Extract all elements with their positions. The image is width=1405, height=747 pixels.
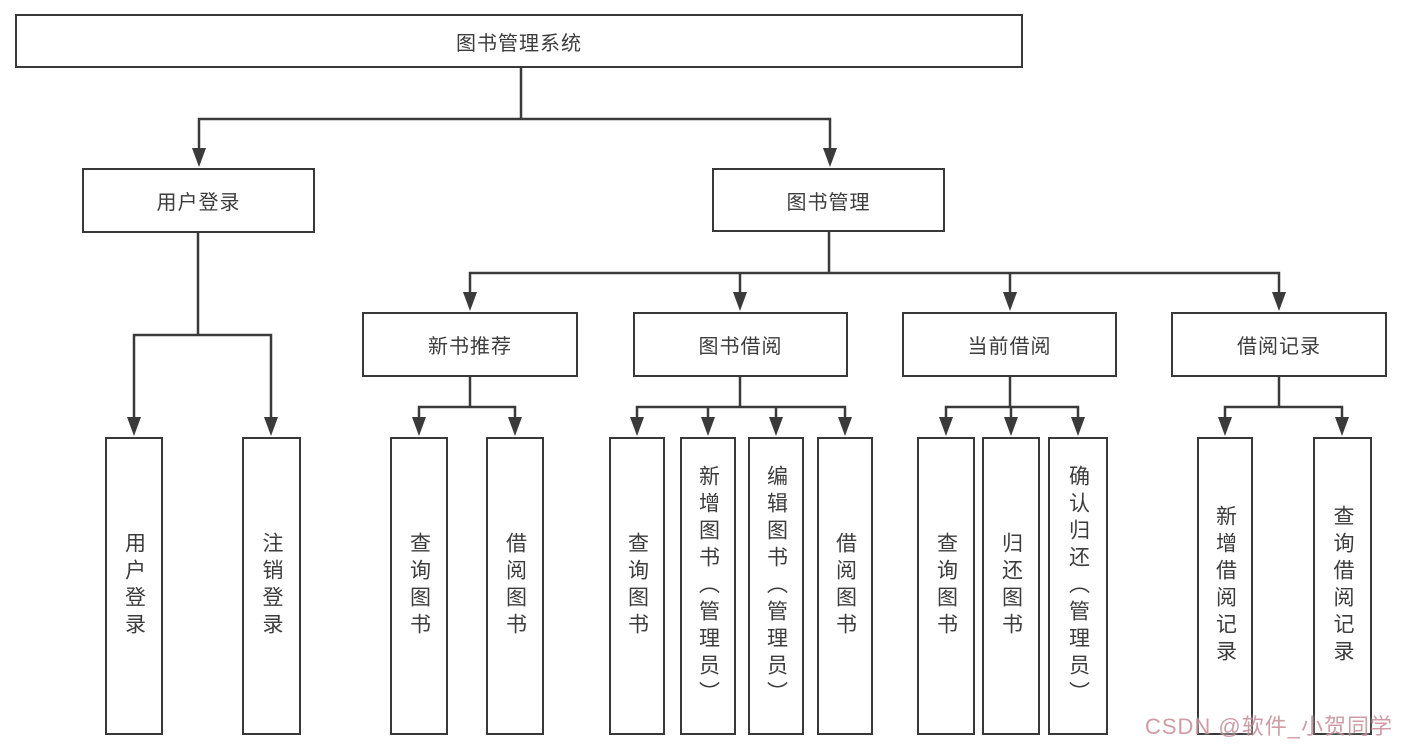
leaf-confirm-return-admin-label: 确认归还（管理员） bbox=[1066, 464, 1090, 708]
node-user-login: 用户登录 bbox=[82, 168, 315, 233]
node-book-management-label: 图书管理 bbox=[786, 191, 871, 214]
node-borrow-records-label: 借阅记录 bbox=[1237, 336, 1321, 358]
leaf-query-books-borrow-label: 查询图书 bbox=[625, 532, 649, 640]
node-new-book-recommend-label: 新书推荐 bbox=[428, 336, 512, 358]
leaf-edit-books-admin: 编辑图书（管理员） bbox=[748, 437, 804, 735]
leaf-add-books-admin: 新增图书（管理员） bbox=[680, 437, 736, 735]
leaf-borrow-books: 借阅图书 bbox=[817, 437, 873, 735]
node-book-borrow-label: 图书借阅 bbox=[698, 336, 783, 358]
node-current-borrow: 当前借阅 bbox=[902, 312, 1117, 377]
connector-new-book-recommend-to-leaves bbox=[417, 377, 517, 419]
leaf-query-books-current: 查询图书 bbox=[917, 437, 975, 735]
node-current-borrow-label: 当前借阅 bbox=[967, 336, 1052, 358]
connector-borrow-records-to-leaves bbox=[1223, 377, 1344, 419]
leaf-user-login-label: 用户登录 bbox=[122, 532, 146, 640]
leaf-user-login: 用户登录 bbox=[105, 437, 163, 735]
leaf-borrow-books-recommend-label: 借阅图书 bbox=[503, 532, 527, 640]
connector-book-management-to-branches bbox=[468, 232, 1281, 294]
node-root-library-system: 图书管理系统 bbox=[15, 14, 1023, 68]
node-user-login-label: 用户登录 bbox=[156, 192, 241, 214]
leaf-query-borrow-record: 查询借阅记录 bbox=[1313, 437, 1372, 735]
leaf-query-books-recommend-label: 查询图书 bbox=[407, 532, 431, 640]
leaf-borrow-books-recommend: 借阅图书 bbox=[486, 437, 544, 735]
node-book-management: 图书管理 bbox=[712, 168, 945, 232]
connector-user-login-to-leaves bbox=[132, 233, 273, 419]
leaf-add-borrow-record-label: 新增借阅记录 bbox=[1213, 505, 1237, 667]
leaf-add-books-admin-label: 新增图书（管理员） bbox=[696, 464, 720, 708]
leaf-return-books: 归还图书 bbox=[982, 437, 1040, 735]
leaf-query-books-borrow: 查询图书 bbox=[609, 437, 665, 735]
leaf-logout-login-label: 注销登录 bbox=[260, 532, 283, 640]
leaf-logout-login: 注销登录 bbox=[242, 437, 301, 735]
node-root-label: 图书管理系统 bbox=[456, 32, 582, 55]
leaf-return-books-label: 归还图书 bbox=[999, 532, 1023, 640]
connector-root-to-level2 bbox=[197, 68, 832, 150]
node-new-book-recommend: 新书推荐 bbox=[362, 312, 578, 377]
leaf-edit-books-admin-label: 编辑图书（管理员） bbox=[764, 464, 788, 708]
node-borrow-records: 借阅记录 bbox=[1171, 312, 1387, 377]
leaf-borrow-books-label: 借阅图书 bbox=[833, 532, 857, 640]
node-book-borrow: 图书借阅 bbox=[633, 312, 848, 377]
leaf-add-borrow-record: 新增借阅记录 bbox=[1197, 437, 1253, 735]
csdn-watermark: CSDN @软件_小贺同学 bbox=[1144, 714, 1393, 739]
arrowheads bbox=[127, 148, 1349, 436]
connector-book-borrow-to-leaves bbox=[635, 377, 847, 419]
leaf-confirm-return-admin: 确认归还（管理员） bbox=[1048, 437, 1108, 735]
connector-current-borrow-to-leaves bbox=[944, 377, 1080, 419]
leaf-query-borrow-record-label: 查询借阅记录 bbox=[1331, 505, 1354, 667]
leaf-query-books-recommend: 查询图书 bbox=[390, 437, 448, 735]
leaf-query-books-current-label: 查询图书 bbox=[934, 532, 958, 640]
